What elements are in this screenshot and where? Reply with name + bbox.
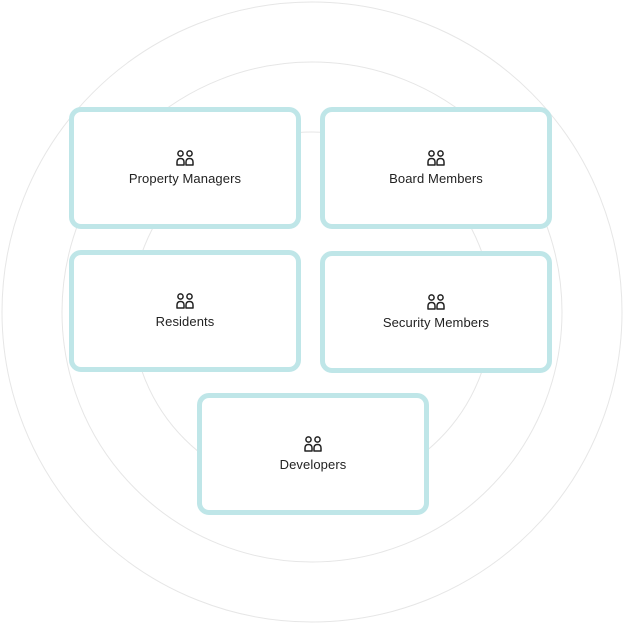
- users-group-icon: [304, 436, 322, 452]
- node-label: Board Members: [389, 171, 483, 186]
- node-label: Property Managers: [128, 171, 242, 186]
- users-group-icon: [427, 294, 445, 310]
- node-label: Security Members: [382, 315, 490, 330]
- node-residents: Residents: [69, 250, 301, 372]
- users-group-icon: [427, 150, 445, 166]
- users-group-icon: [176, 293, 194, 309]
- node-property-managers: Property Managers: [69, 107, 301, 229]
- node-developers: Developers: [197, 393, 429, 515]
- middle-ring: [61, 61, 563, 563]
- node-label: Developers: [279, 457, 347, 472]
- users-group-icon: [176, 150, 194, 166]
- node-label: Residents: [155, 314, 215, 329]
- node-board-members: Board Members: [320, 107, 552, 229]
- node-security-members: Security Members: [320, 251, 552, 373]
